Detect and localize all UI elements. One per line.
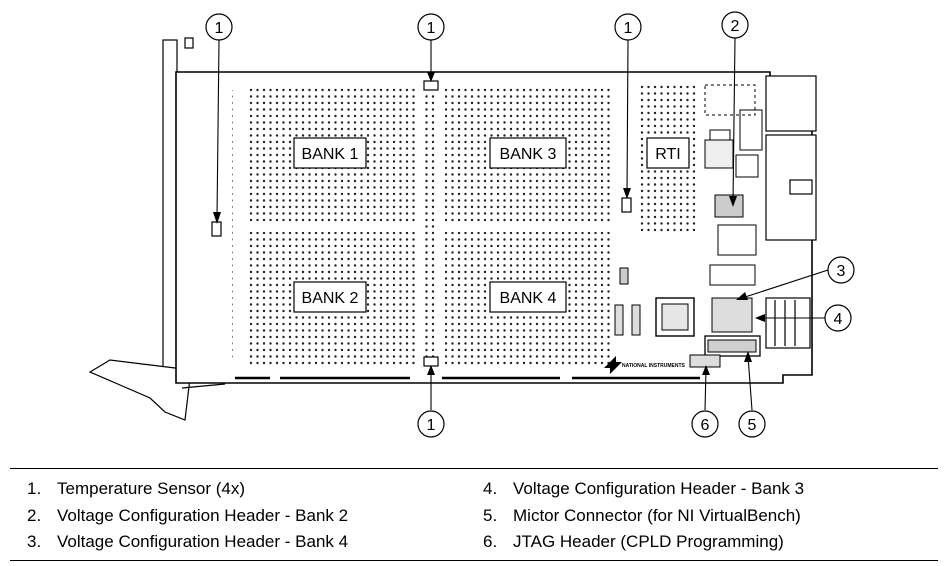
legend-number: 2. xyxy=(27,505,42,525)
legend-item: 6. JTAG Header (CPLD Programming) xyxy=(483,531,804,558)
leader-arrowheads xyxy=(213,72,765,375)
callout-circle: 6 xyxy=(691,410,719,438)
legend-text: JTAG Header (CPLD Programming) xyxy=(513,532,784,551)
svg-text:NATIONAL INSTRUMENTS: NATIONAL INSTRUMENTS xyxy=(622,363,686,369)
callout-circle: 3 xyxy=(827,256,855,284)
legend-text: Voltage Configuration Header - Bank 3 xyxy=(513,479,805,498)
rti-label: RTI xyxy=(646,137,690,169)
legend-top-rule xyxy=(10,468,938,469)
ni-logo: NATIONAL INSTRUMENTS xyxy=(604,356,686,374)
callout-circle: 2 xyxy=(721,11,749,39)
callout-circle: 1 xyxy=(417,13,445,41)
legend-item: 5. Mictor Connector (for NI VirtualBench) xyxy=(483,505,804,532)
legend-column-left: 1. Temperature Sensor (4x) 2. Voltage Conf… xyxy=(27,478,348,558)
callout-circle: 1 xyxy=(417,410,445,438)
legend-text: Voltage Configuration Header - Bank 4 xyxy=(57,532,349,551)
svg-text:4: 4 xyxy=(834,311,843,328)
callout-circle: 1 xyxy=(614,13,642,41)
components xyxy=(614,84,763,368)
callout-circle: 4 xyxy=(824,304,852,332)
legend-item: 4. Voltage Configuration Header - Bank 3 xyxy=(483,478,804,505)
legend-text: Voltage Configuration Header - Bank 2 xyxy=(57,505,349,525)
legend-text: Temperature Sensor (4x) xyxy=(57,479,246,498)
legend-item: 1. Temperature Sensor (4x) xyxy=(27,478,348,505)
callout-circle: 5 xyxy=(738,410,766,438)
callout-circle: 1 xyxy=(205,13,233,41)
bank-2-label: BANK 2 xyxy=(293,281,367,313)
legend-number: 3. xyxy=(27,532,42,551)
svg-text:2: 2 xyxy=(731,18,740,35)
leader-lines xyxy=(216,37,829,411)
board-diagram: NATIONAL INSTRUMENTS BANK 1 BANK 3 BANK … xyxy=(88,11,855,438)
legend-number: 1. xyxy=(27,479,42,498)
legend-bottom-rule xyxy=(10,560,938,561)
legend-number: 5. xyxy=(483,505,498,525)
svg-text:6: 6 xyxy=(701,417,710,434)
legend-number: 4. xyxy=(483,479,498,498)
svg-text:BANK 3: BANK 3 xyxy=(500,146,557,163)
legend-item: 3. Voltage Configuration Header - Bank 4 xyxy=(27,531,348,558)
svg-text:1: 1 xyxy=(427,417,436,434)
svg-text:1: 1 xyxy=(427,20,436,37)
svg-text:5: 5 xyxy=(748,417,757,434)
svg-text:BANK 1: BANK 1 xyxy=(302,146,359,163)
bank-1-label: BANK 1 xyxy=(293,137,367,169)
svg-text:RTI: RTI xyxy=(655,146,680,163)
legend-number: 6. xyxy=(483,532,498,551)
svg-text:BANK 4: BANK 4 xyxy=(500,290,557,307)
svg-text:1: 1 xyxy=(215,20,224,37)
bank-4-label: BANK 4 xyxy=(489,281,567,313)
temperature-sensors xyxy=(211,80,632,367)
svg-text:BANK 2: BANK 2 xyxy=(302,290,359,307)
svg-text:3: 3 xyxy=(837,263,846,280)
bank-3-label: BANK 3 xyxy=(489,137,567,169)
edge-connectors xyxy=(765,75,817,349)
svg-text:1: 1 xyxy=(624,20,633,37)
legend-column-right: 4.Voltage Configuration Header - Bank 3 … xyxy=(483,478,804,558)
legend-item: 2. Voltage Configuration Header - Bank 2 xyxy=(27,505,348,532)
legend-text: Mictor Connector (for NI VirtualBench) xyxy=(513,505,801,525)
